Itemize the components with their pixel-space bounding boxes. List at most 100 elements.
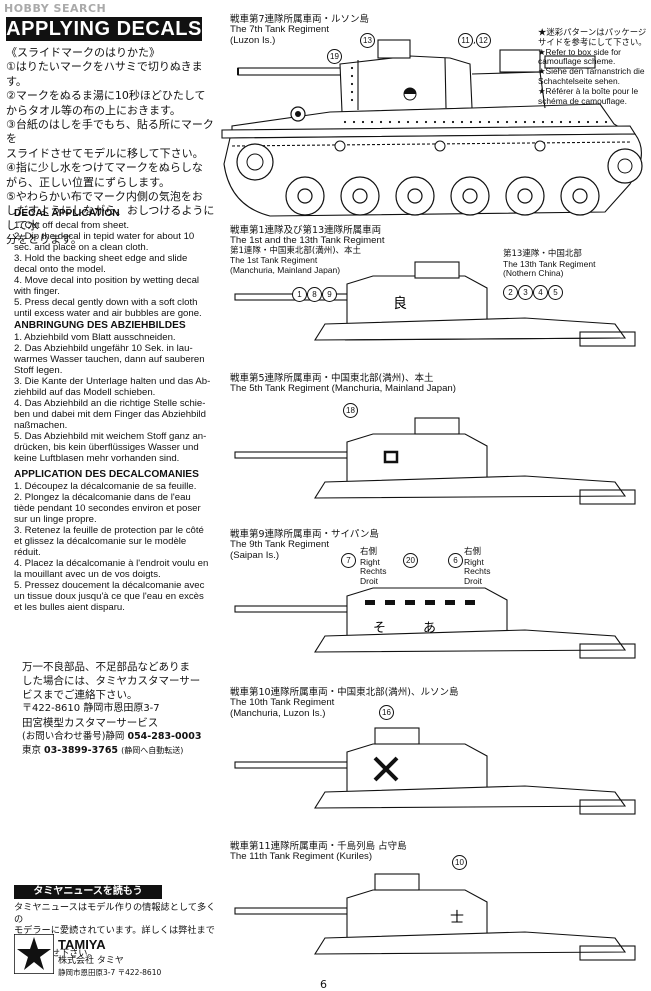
- ja-instructions: 《スライドマークのはりかた》 ①はりたいマークをハサミで切りぬきます。②マークを…: [6, 46, 221, 248]
- note-line: Schachtelseite sehen.: [538, 75, 620, 86]
- note-line: schéma de camouflage.: [538, 95, 627, 106]
- fr-steps: 1. Découpez la décalcomanie de sa feuill…: [14, 481, 224, 613]
- tank-top-view-5th: [234, 417, 636, 505]
- news-banner: タミヤニュースを読もう: [14, 885, 162, 899]
- side-droit: Droit: [464, 575, 482, 586]
- callout-7a-wrap: 7: [341, 548, 356, 568]
- ja-step-line: ①はりたいマークをハサミで切りぬきます。: [6, 60, 203, 88]
- sub-regiment-loc: (Manchuria, Mainland Japan): [230, 264, 341, 275]
- service-label-tokyo: 東京: [22, 745, 42, 756]
- regiment-loc: (Luzon Is.): [230, 34, 276, 46]
- callout-18: 18: [343, 403, 358, 418]
- tank-top-view-10th: [234, 727, 636, 815]
- road-wheel: [505, 176, 545, 216]
- road-wheel: [450, 176, 490, 216]
- regiment-loc: (Saipan Is.): [230, 549, 280, 561]
- page-title: APPLYING DECALS: [6, 17, 202, 41]
- brand-name: TAMIYA: [58, 937, 106, 952]
- sub-regiment-en: The 13th Tank Regiment: [503, 258, 596, 269]
- ja-step-line: ④指に少し水をつけてマークをぬらしな: [6, 161, 203, 175]
- service-label: (お問い合わせ番号)静岡: [22, 731, 125, 742]
- regiment-en: The 1st and the 13th Tank Regiment: [230, 235, 385, 246]
- brand-name-ja: 株式会社 タミヤ: [58, 956, 124, 966]
- fr-step-line: 2. Plongez la décalcomanie dans de l'eau: [14, 492, 191, 503]
- callout-4: 4: [533, 285, 548, 300]
- road-wheel: [395, 176, 435, 216]
- de-step-line: ziehbild auf das Modell schieben.: [14, 387, 156, 398]
- fr-step-line: et les bulles aient disparu.: [14, 602, 125, 613]
- de-step-line: warmes Wasser tauchen, dann auf sauberen: [14, 354, 205, 365]
- callout-16: 16: [379, 705, 394, 720]
- callout-20-wrap: 20: [403, 548, 418, 568]
- note-line: ★迷彩パターンはパッケージ: [538, 27, 647, 37]
- regiment-en: The 9th Tank Regiment: [230, 539, 330, 550]
- turret-mark-shi: 士: [450, 909, 464, 925]
- watermark: HOBBY SEARCH: [4, 2, 107, 15]
- de-title: ANBRINGUNG DES ABZIEHBILDES: [14, 320, 186, 331]
- callout-13: 13: [360, 33, 375, 48]
- callout-10: 10: [452, 855, 467, 870]
- fr-step-line: 5. Pressez doucement la décalcomanie ave…: [14, 580, 205, 591]
- side-ja: 右側: [360, 547, 378, 557]
- side-ja: 右側: [464, 547, 482, 557]
- road-wheel: [560, 176, 600, 216]
- callout-6-wrap: 6: [448, 548, 463, 568]
- fr-step-line: un tissue doux jusqu'à ce que l'eau en e…: [14, 591, 204, 602]
- road-wheel: [340, 176, 380, 216]
- en-step-line: 4. Move decal into position by wetting d…: [14, 275, 200, 286]
- callout-9: 9: [322, 287, 337, 302]
- fr-step-line: et glissez la décalcomanie sur le modèle: [14, 536, 187, 547]
- callout-18-wrap: 18: [343, 398, 358, 418]
- callout-8: 8: [307, 287, 322, 302]
- en-step-line: 3. Hold the backing sheet edge and slide: [14, 253, 188, 264]
- callout-11: 11: [458, 33, 473, 48]
- turret-mark-a: あ: [423, 620, 436, 635]
- note-line: camouflage scheme.: [538, 56, 616, 67]
- de-step-line: 3. Die Kante der Unterlage halten und da…: [14, 376, 211, 387]
- side-label-left: 右側 Right Rechts Droit: [360, 547, 387, 586]
- fr-step-line: 3. Retenez la feuille de protection par …: [14, 525, 204, 536]
- regiment-ja: 戦車第7連隊所属車両・ルソン島: [230, 14, 370, 25]
- sub-regiment-en: The 1st Tank Regiment: [230, 255, 318, 265]
- regiment-10-label: 戦車第10連隊所属車両・中国東北部(満州)、ルソン島 The 10th Tank…: [230, 687, 459, 719]
- ja-step-line: からタオル等の布の上におきます。: [6, 103, 181, 117]
- ja-step-line: ③台紙のはしを手でもち、貼る所にマークを: [6, 118, 214, 146]
- stripe-dashes: [365, 600, 475, 605]
- callout-11-12-wrap: 11,12: [458, 28, 491, 48]
- service-phone-shizuoka: 054-283-0003: [127, 731, 202, 742]
- en-step-line: with finger.: [14, 286, 60, 297]
- news-line: 問い合わせ下さい。: [14, 948, 97, 959]
- tank-top-view-9th: そ あ: [234, 587, 636, 659]
- regiment-en: The 10th Tank Regiment: [230, 697, 335, 708]
- ja-step-line: 分をとります。: [6, 233, 82, 247]
- callout-10-wrap: 10: [452, 850, 467, 870]
- brand-address: 静岡市恩田原3-7 〒422-8610: [58, 968, 162, 977]
- service-line: 万一不良部品、不足部品などありま: [22, 661, 190, 673]
- callout-12: 12: [475, 33, 491, 48]
- callout-7: 7: [341, 553, 356, 568]
- side-label-right: 右側 Right Rechts Droit: [464, 547, 490, 586]
- tamiya-star-logo: [14, 934, 54, 974]
- tank-top-view-11th: 士: [234, 873, 636, 961]
- de-step-line: ben und dabei mit dem Finger das Abziehb…: [14, 409, 206, 420]
- regiment-ja: 戦車第10連隊所属車両・中国東北部(満州)、ルソン島: [230, 687, 459, 698]
- regiment-9-label: 戦車第9連隊所属車両・サイパン島 The 9th Tank Regiment (…: [230, 529, 379, 561]
- ja-step-line: がら、正しい位置にずらします。: [6, 175, 171, 189]
- sub-regiment-loc: (Nothern China): [503, 268, 564, 278]
- service-address: 〒422-8610 静岡市恩田原3-7: [22, 703, 160, 714]
- turret-mark-ryo: 良: [393, 295, 407, 311]
- ja-title: 《スライドマークのはりかた》: [6, 46, 160, 59]
- ja-steps: ①はりたいマークをハサミで切りぬきます。②マークをぬるま湯に10秒ほどひたしてか…: [6, 60, 221, 247]
- callout-6: 6: [448, 553, 463, 568]
- regiment-13-sub-label: 第13連隊・中国北部 The 13th Tank Regiment (Nothe…: [503, 249, 596, 279]
- regiment-ja: 戦車第11連隊所属車両・千島列島 占守島: [230, 841, 407, 852]
- de-step-line: naßmachen.: [14, 420, 68, 431]
- side-rechts: Rechts: [360, 566, 387, 576]
- callout-16-wrap: 16: [379, 700, 394, 720]
- de-steps: 1. Abziehbild vom Blatt ausschneiden.2. …: [14, 332, 224, 464]
- fr-step-line: réduit.: [14, 547, 41, 558]
- side-right: Right: [360, 556, 380, 567]
- service-line: ビスまでご連絡下さい。: [22, 689, 138, 701]
- de-step-line: drücken, bis kein überflüssiges Wasser u…: [14, 442, 199, 453]
